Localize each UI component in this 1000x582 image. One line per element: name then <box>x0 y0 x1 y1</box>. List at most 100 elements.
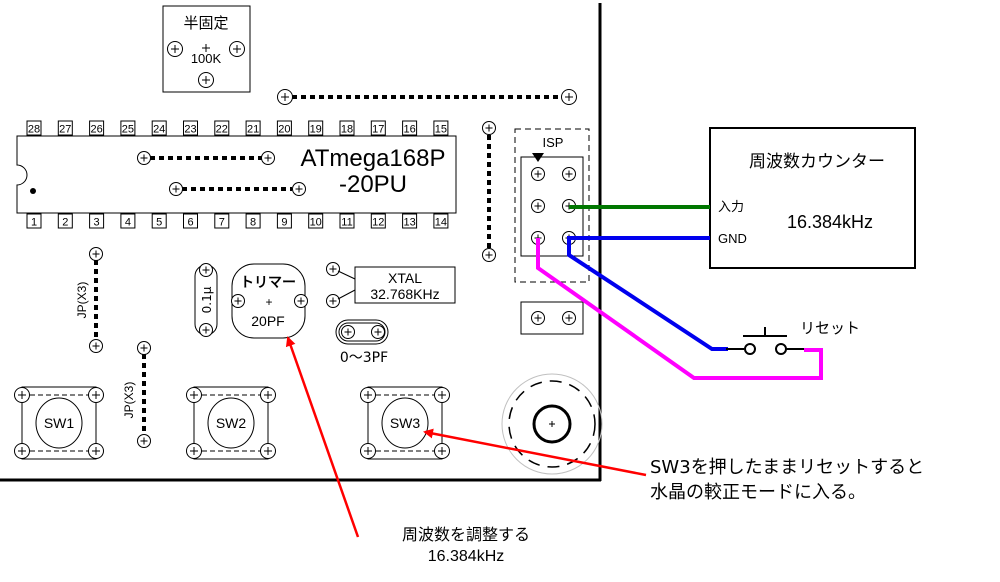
switch-label: SW2 <box>216 415 247 431</box>
counter-reading: 16.384kHz <box>787 212 873 232</box>
counter-title: 周波数カウンター <box>749 152 885 172</box>
ic-pin-number: 16 <box>403 124 415 136</box>
ic-pin-top: 23 <box>183 120 198 136</box>
switch-pad <box>88 387 104 403</box>
ic-variant: -20PU <box>339 171 407 198</box>
trimmer-note-line1: 周波数を調整する <box>402 525 530 544</box>
ic-pin-number: 28 <box>28 124 40 136</box>
annotation-arrows <box>285 336 647 538</box>
jumper-label-1: JP(X3) <box>75 282 89 319</box>
switch-pad <box>186 443 202 459</box>
ic-pin-number: 10 <box>310 217 322 229</box>
small-cap-label: 0〜3PF <box>340 350 388 366</box>
ic-pin-number: 8 <box>250 217 256 229</box>
rotary-component <box>501 373 603 475</box>
small-capacitor: 0〜3PF <box>335 319 389 366</box>
ic-pin-bottom: 4 <box>120 213 136 229</box>
switch-pad <box>360 443 376 459</box>
ic-pin-top: 21 <box>245 120 261 136</box>
two-pin-header <box>520 301 584 335</box>
ic-pin-number: 2 <box>62 217 68 229</box>
ic-pin-bottom: 2 <box>57 213 73 229</box>
trimmer-pot-title: 半固定 <box>183 14 228 32</box>
frequency-counter: 周波数カウンター 入力 GND 16.384kHz <box>709 127 916 269</box>
ic-pin-bottom: 8 <box>245 213 261 229</box>
ic-pin-top: 15 <box>433 120 449 136</box>
ic-pin-number: 21 <box>247 124 259 136</box>
arrow-to-sw3 <box>423 428 647 477</box>
capacitor-0-1u: 0.1μ <box>194 263 218 337</box>
ic-pin-bottom: 1 <box>26 213 42 229</box>
switch-sw2: SW2 <box>186 386 276 460</box>
ic-pin-number: 22 <box>216 124 228 136</box>
crystal-freq: 32.768KHz <box>370 286 439 302</box>
switch-pad <box>434 443 450 459</box>
ic-pin-top: 20 <box>276 120 292 136</box>
ic-pin-bottom: 12 <box>370 213 386 229</box>
switch-pad <box>360 387 376 403</box>
ic-pin-number: 4 <box>125 217 131 229</box>
sw3-note-prefix: SW3 <box>650 457 691 478</box>
ic-pin-number: 14 <box>435 217 447 229</box>
trimmer-note: 周波数を調整する 16.384kHz <box>402 525 530 565</box>
ic-pin-number: 5 <box>156 217 162 229</box>
switch-pad <box>88 443 104 459</box>
ic-pin-top: 24 <box>151 120 167 136</box>
ic-pin-number: 23 <box>184 124 196 136</box>
wires <box>536 205 823 380</box>
jumper-wire-ic-upper <box>137 151 275 165</box>
ic-pin-number: 12 <box>372 217 384 229</box>
ic-pin-number: 13 <box>403 217 415 229</box>
switch-pad <box>14 443 30 459</box>
ic-pin-number: 7 <box>219 217 225 229</box>
ic-pin-bottom: 7 <box>214 213 230 229</box>
ic-pin-number: 20 <box>278 124 290 136</box>
switch-label: SW1 <box>44 415 75 431</box>
ic-pin-number: 15 <box>435 124 447 136</box>
counter-gnd-label: GND <box>718 231 747 246</box>
switch-pad <box>186 387 202 403</box>
tact-switches: SW1 SW2 SW3 <box>14 386 450 460</box>
jumper-jp-x3-1: JP(X3) <box>75 247 103 353</box>
switch-label: SW3 <box>390 415 421 431</box>
magenta-wire <box>536 238 823 380</box>
switch-pad <box>260 443 276 459</box>
trimmer-capacitor: トリマー + 20PF <box>231 263 308 339</box>
ic-pin-number: 19 <box>310 124 322 136</box>
ic-pin-number: 18 <box>341 124 353 136</box>
ic-pin-bottom: 10 <box>308 213 324 229</box>
switch-pad <box>14 387 30 403</box>
isp-label: ISP <box>543 135 564 150</box>
svg-text:SW3を押したままリセットすると: SW3を押したままリセットすると <box>650 457 924 478</box>
sw3-note: SW3を押したままリセットすると 水晶の較正モードに入る。 <box>650 457 924 503</box>
jumper-wire-top <box>277 89 577 105</box>
ic-pin-top: 25 <box>120 120 136 136</box>
counter-input-label: 入力 <box>718 200 744 215</box>
trimmer-pot: 半固定 100K <box>162 5 251 93</box>
blue-wire <box>567 236 728 351</box>
ic-pin-top: 18 <box>339 120 355 136</box>
arrow-to-trimmer <box>285 336 360 538</box>
ic-pin-number: 11 <box>341 217 352 229</box>
jumper-wire-ic-lower <box>169 182 306 196</box>
reset-label: リセット <box>800 319 860 337</box>
ic-pin-number: 1 <box>31 217 37 229</box>
ic-pin-top: 16 <box>402 120 418 136</box>
switch-pad <box>260 387 276 403</box>
ic-pin-bottom: 5 <box>151 213 167 229</box>
sw3-note-line1: を押したままリセットすると <box>691 457 924 478</box>
ic-pin-top: 26 <box>89 120 105 136</box>
crystal: XTAL 32.768KHz <box>326 262 456 308</box>
trimmer-cap-value: 20PF <box>251 313 284 329</box>
ic-pin-number: 6 <box>187 217 193 229</box>
ic-pin-bottom: 3 <box>89 213 105 229</box>
pcb-outline <box>0 3 602 482</box>
sw3-note-line2: 水晶の較正モードに入る。 <box>650 482 866 503</box>
ic-pin-bottom: 11 <box>339 213 355 229</box>
switch-pad <box>434 387 450 403</box>
ic-name: ATmega168P <box>301 145 446 172</box>
